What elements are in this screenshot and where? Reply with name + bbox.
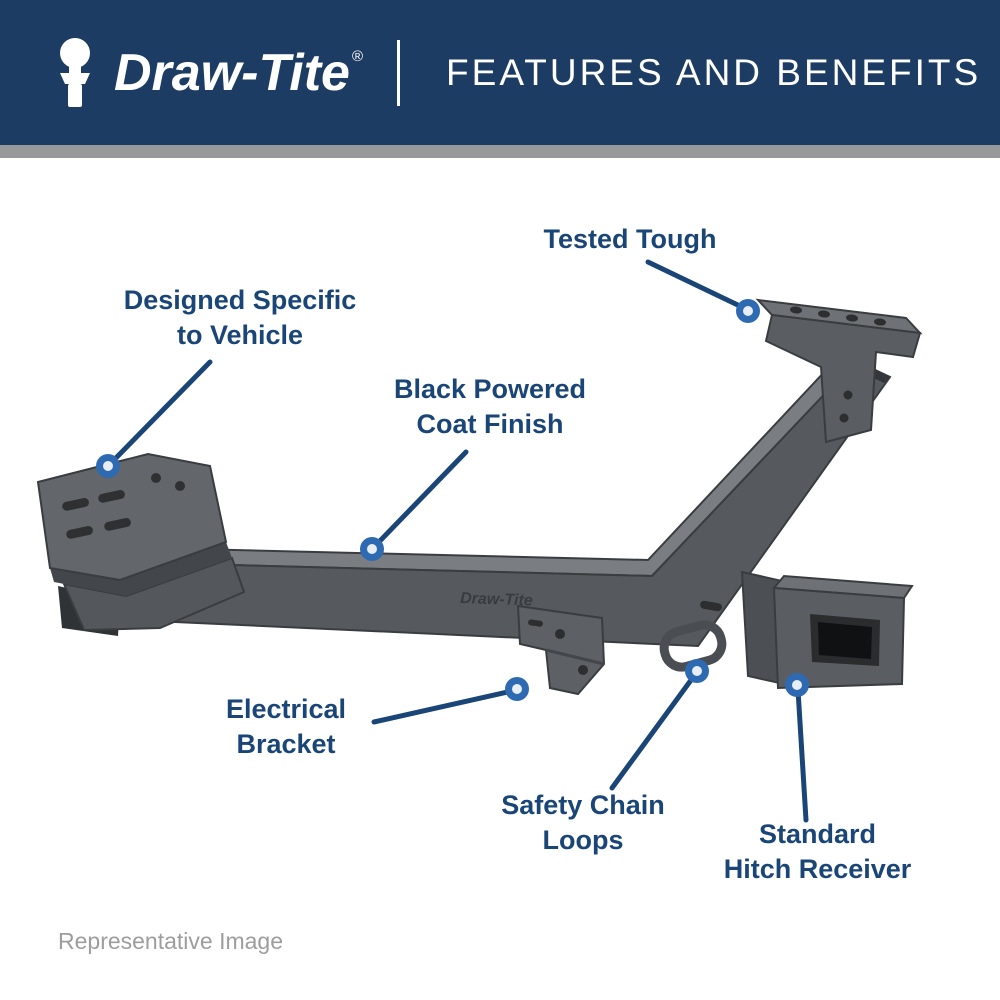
- page-title: FEATURES AND BENEFITS: [446, 51, 982, 93]
- hitch-ball-icon: [60, 37, 90, 107]
- header-accent-strip: [0, 145, 1000, 158]
- callout-marker-black-powered: [360, 537, 384, 561]
- callout-lines: [109, 259, 809, 823]
- callout-label-safety-chain-loops: Safety Chain Loops: [501, 790, 665, 856]
- callout-markers: [96, 299, 809, 701]
- registered-mark: ®: [351, 47, 364, 65]
- left-mounting-plate: [36, 452, 246, 636]
- callout-label-black-powered-coat: Black Powered Coat Finish: [393, 374, 587, 440]
- brand-logo-text: Draw-Tite ®: [114, 47, 363, 99]
- frame-bracket: [755, 298, 923, 444]
- callout-marker-tested-tough: [736, 299, 760, 323]
- callout-marker-safety-chain: [685, 659, 709, 683]
- header-bar: Draw-Tite ® FEATURES AND BENEFITS: [0, 0, 1000, 145]
- header-divider: [397, 39, 401, 106]
- brand: Draw-Tite ®: [52, 37, 363, 109]
- brand-name: Draw-Tite: [114, 43, 350, 102]
- callout-line-standard-receiver: [795, 687, 809, 823]
- receiver-tube: [740, 570, 914, 690]
- callout-line-safety-chain: [609, 673, 697, 791]
- callout-label-designed-specific: Designed Specific to Vehicle: [123, 285, 357, 351]
- representative-image-note: Representative Image: [58, 928, 284, 954]
- callout-line-tested-tough: [645, 259, 747, 311]
- callout-line-black-powered: [373, 449, 469, 548]
- callout-marker-standard-receiver: [785, 673, 809, 697]
- callout-label-standard-hitch-receiver: Standard Hitch Receiver: [723, 819, 912, 885]
- callout-marker-electrical-bracket: [505, 677, 529, 701]
- callout-line-designed-specific: [109, 359, 213, 465]
- callout-line-electrical-bracket: [371, 688, 515, 725]
- electrical-bracket-part: [516, 604, 606, 696]
- callout-label-electrical-bracket: Electrical Bracket: [225, 694, 347, 760]
- callout-label-tested-tough: Tested Tough: [543, 224, 717, 254]
- callout-marker-designed-specific: [96, 454, 120, 478]
- tube-brand-stamp: Draw-Tite: [460, 590, 533, 610]
